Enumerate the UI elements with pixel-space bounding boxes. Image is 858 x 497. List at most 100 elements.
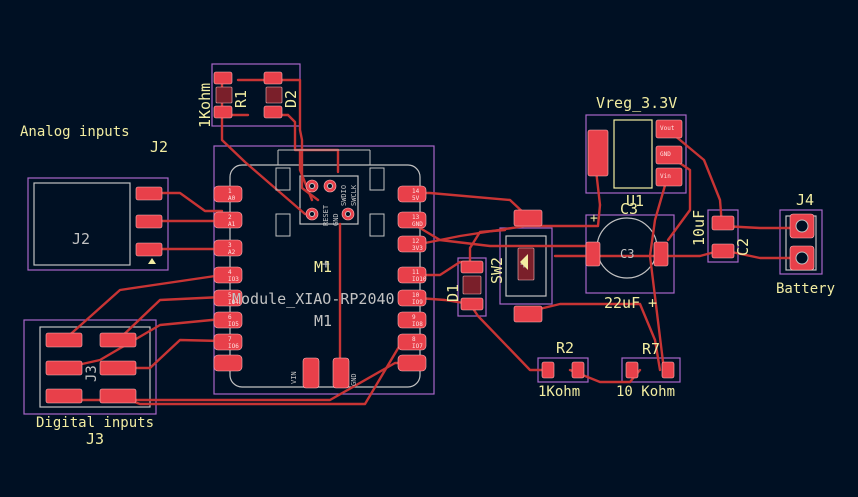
- pad: [397, 289, 427, 307]
- pad: [265, 86, 283, 104]
- pad: [625, 361, 639, 379]
- pad: [513, 305, 543, 323]
- pin-a1: A1: [228, 221, 236, 228]
- silk-text: 1Kohm R1 D2 Analog inputs J2 M1 Module_X…: [20, 83, 835, 448]
- analog-inputs-label: Analog inputs: [20, 124, 130, 140]
- c2-courtyard: [707, 209, 739, 263]
- c2-value: 10uF: [690, 210, 708, 246]
- pad: [45, 360, 83, 376]
- pad: [213, 211, 243, 229]
- pad: [213, 289, 243, 307]
- m1-center-plus: +: [322, 257, 330, 272]
- pad: [571, 361, 585, 379]
- j4-ref: J4: [796, 191, 814, 209]
- pad: [397, 266, 427, 284]
- trace: [278, 78, 320, 202]
- c3-ref: C3: [620, 200, 638, 218]
- pad: [45, 332, 83, 348]
- j2-body-label: J2: [72, 230, 90, 248]
- pad: [513, 209, 543, 227]
- r7-ref: R7: [642, 340, 660, 358]
- pad: [397, 185, 427, 203]
- pad: [587, 129, 609, 177]
- pin-11: 11: [412, 269, 420, 276]
- j3-courtyard: [23, 319, 157, 415]
- hatch: [369, 213, 385, 237]
- c3-body-label: C3: [620, 247, 634, 261]
- pin-14: 14: [412, 188, 420, 195]
- j4-courtyard: [779, 209, 823, 275]
- d1-ref: D1: [444, 284, 462, 302]
- sw2-marker: [520, 254, 528, 270]
- pin-12: 12: [412, 238, 420, 245]
- sw2-courtyard: [499, 227, 553, 305]
- pin1-marker: [148, 258, 156, 264]
- pads: [45, 71, 815, 404]
- pin-2: 2: [228, 214, 232, 221]
- vreg-value: Vreg_3.3V: [596, 94, 677, 112]
- swclk-label: SWCLK: [350, 184, 358, 206]
- pin-7: 7: [228, 336, 232, 343]
- pad: [397, 354, 427, 372]
- pad: [99, 360, 137, 376]
- u1-silk: [613, 119, 653, 189]
- u1-courtyard: [585, 114, 687, 194]
- trace: [648, 173, 670, 372]
- pin-io9: IO9: [412, 299, 423, 306]
- trace: [62, 273, 224, 342]
- drill: [795, 219, 809, 233]
- pad: [711, 243, 735, 259]
- trace: [553, 248, 724, 258]
- trace: [468, 228, 507, 264]
- pin-13: 13: [412, 214, 420, 221]
- pin-a2: A2: [228, 249, 236, 256]
- trace: [403, 217, 592, 248]
- r1-value: 1Kohm: [196, 83, 214, 128]
- j2-body-outline: [33, 182, 131, 266]
- reset-label: RESET: [322, 204, 330, 226]
- battery-label: Battery: [776, 281, 835, 297]
- r1-ref: R1: [232, 90, 250, 108]
- pin-io7: IO7: [412, 343, 423, 350]
- pin-labels: RESET SWDIO GND SWCLK VIN GND: [290, 184, 358, 386]
- pad: [397, 311, 427, 329]
- c3-plus-mark: +: [590, 211, 598, 226]
- pad: [45, 388, 83, 404]
- pad: [213, 105, 233, 119]
- pad: [661, 361, 675, 379]
- pin-io3: IO3: [228, 276, 239, 283]
- pin-8: 8: [412, 336, 416, 343]
- pad: [99, 388, 137, 404]
- pin-5v: 5V: [412, 195, 420, 202]
- hatch: [369, 167, 385, 191]
- r7-courtyard: [621, 357, 681, 383]
- u1-ref: U1: [626, 192, 644, 210]
- pin-9: 9: [412, 314, 416, 321]
- pin-io10: IO10: [412, 276, 427, 283]
- trace: [525, 302, 662, 372]
- pin-io4: IO4: [228, 299, 239, 306]
- pad: [462, 275, 482, 295]
- digital-inputs-label: Digital inputs: [36, 415, 154, 431]
- pad: [653, 241, 669, 267]
- pin-io8: IO8: [412, 321, 423, 328]
- pad-pin-labels: 1 A0 2 A1 3 A2 4 IO3 5 IO4 6 IO5 7 IO6 1…: [228, 125, 675, 350]
- pad: [655, 119, 683, 139]
- m1-fab: M1: [314, 312, 332, 330]
- pad: [213, 239, 243, 257]
- pad: [263, 105, 283, 119]
- pin-1: 1: [228, 188, 232, 195]
- m1-silk-outline: [229, 164, 421, 388]
- drill: [795, 251, 809, 265]
- pad: [135, 186, 163, 201]
- pad: [541, 361, 555, 379]
- pad: [213, 185, 243, 203]
- sw2-ref: SW2: [488, 257, 506, 284]
- pad: [213, 266, 243, 284]
- pin-3: 3: [228, 242, 232, 249]
- pad: [332, 357, 350, 389]
- drill-holes: [309, 183, 809, 265]
- trace: [146, 191, 224, 213]
- pin-4: 4: [228, 269, 232, 276]
